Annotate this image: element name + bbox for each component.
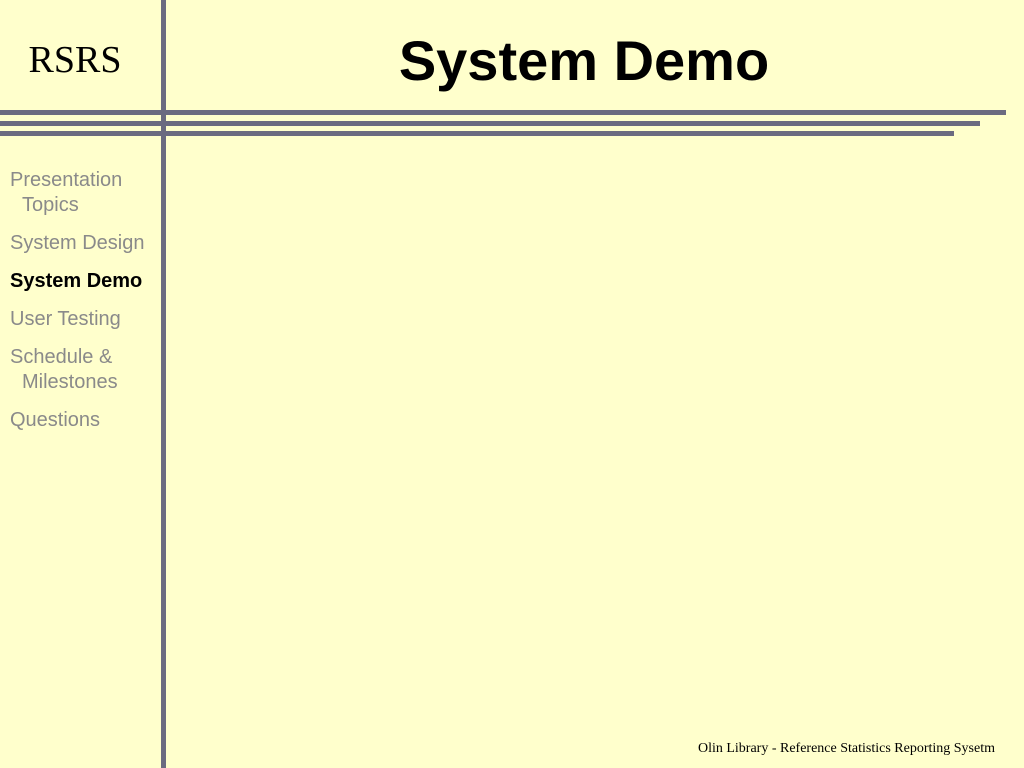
nav-item-system-demo[interactable]: System Demo: [10, 270, 143, 292]
slide-logo-text: RSRS: [28, 39, 122, 81]
slide-footer: Olin Library - Reference Statistics Repo…: [697, 741, 995, 756]
agenda-nav: Presentation Topics System Design System…: [10, 168, 158, 446]
slide-title: System Demo: [398, 29, 770, 92]
horizontal-rule-3: [0, 131, 954, 136]
vertical-divider: [161, 0, 166, 768]
nav-item-system-design[interactable]: System Design: [10, 232, 145, 254]
nav-item-schedule-milestones[interactable]: Schedule & Milestones: [10, 346, 118, 393]
horizontal-rule-1: [0, 110, 1006, 115]
horizontal-rule-2: [0, 121, 980, 126]
nav-item-user-testing[interactable]: User Testing: [10, 308, 121, 330]
nav-item-questions[interactable]: Questions: [10, 409, 101, 431]
nav-item-presentation-topics[interactable]: Presentation Topics: [10, 169, 123, 216]
